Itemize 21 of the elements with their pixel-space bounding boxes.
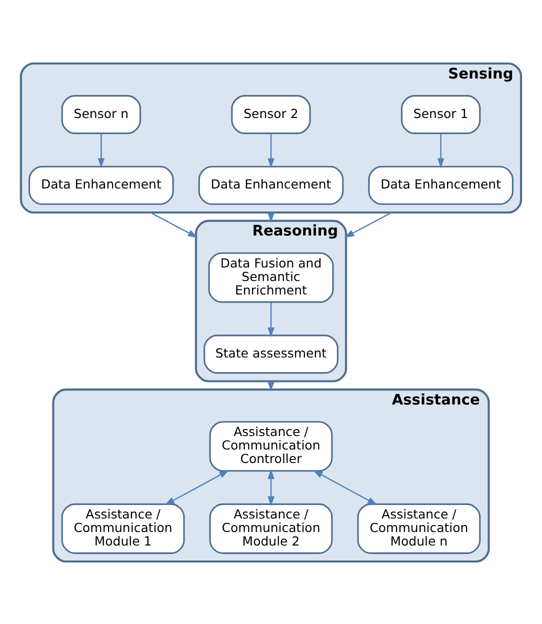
node-box: Sensor n <box>61 94 142 134</box>
arrow <box>268 468 274 506</box>
node-box: Sensor 2 <box>231 94 311 134</box>
node-box: Assistance / Communication Module 1 <box>61 502 185 554</box>
arrow <box>150 211 198 238</box>
node-box: Assistance / Communication Controller <box>209 420 333 472</box>
arrow <box>98 133 105 168</box>
arrow <box>164 470 230 505</box>
arrow <box>268 302 274 337</box>
node-box: Data Enhancement <box>368 165 514 204</box>
arrow <box>312 470 378 505</box>
arrow <box>437 133 444 168</box>
node-box: Assistance / Communication Module n <box>357 502 481 554</box>
node-box: Data Fusion and Semantic Enrichment <box>208 252 334 302</box>
node-box: Sensor 1 <box>400 94 481 134</box>
node-box: Data Enhancement <box>28 165 174 204</box>
node-box: Assistance / Communication Module 2 <box>209 502 333 554</box>
node-box: Data Enhancement <box>198 165 344 204</box>
arrow <box>344 211 392 238</box>
node-box: State assessment <box>204 334 338 374</box>
arrow <box>268 133 274 168</box>
